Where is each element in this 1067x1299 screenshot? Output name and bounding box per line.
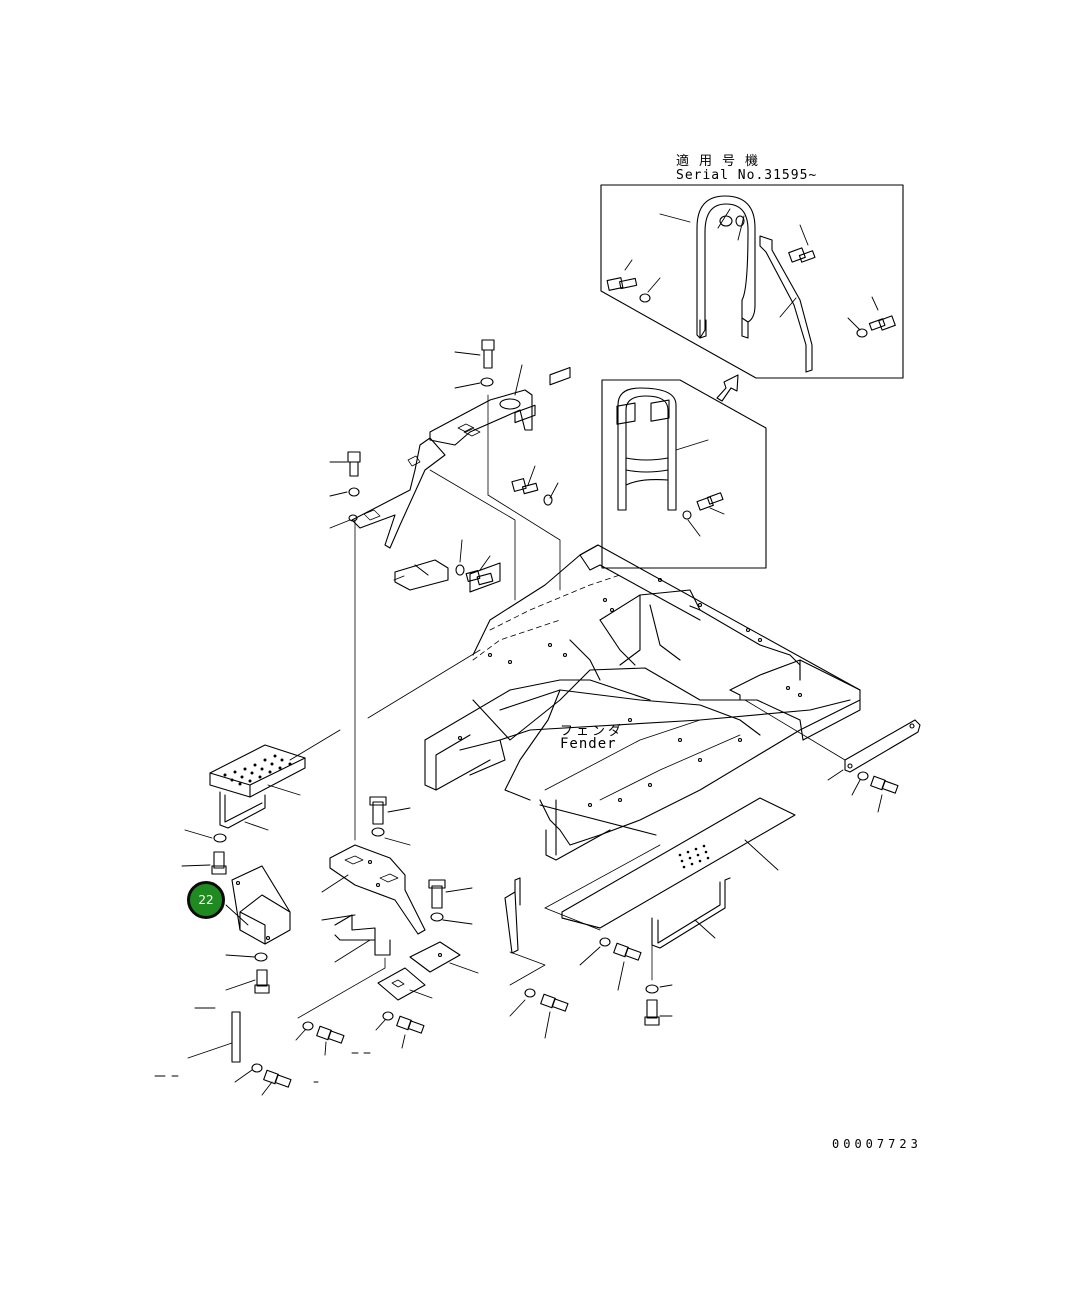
right-vertical-bracket (505, 878, 568, 1038)
left-step (182, 730, 340, 874)
right-stay-bar (745, 700, 920, 812)
long-step-board (545, 798, 795, 1025)
lower-left-brackets (155, 1008, 291, 1095)
top-plate-assembly (330, 340, 560, 840)
fender-label-jp: フェンダ (560, 724, 625, 739)
inset-leader-lines (625, 209, 878, 330)
applicable-serial-label-jp: 適用号機 (676, 154, 769, 169)
mid-step-plate (298, 797, 425, 1018)
serial-inset-box (601, 185, 903, 378)
left-cover-box (226, 866, 290, 993)
main-frame (425, 368, 860, 860)
serial-number-label: Serial No.31595~ (676, 168, 818, 183)
inset-bolt (607, 216, 895, 337)
lower-center-plates (296, 880, 478, 1082)
part-callout-22[interactable]: 22 (187, 881, 225, 919)
frame-holes (459, 579, 802, 807)
fender-label: Fender (560, 736, 617, 752)
current-handrail-box (602, 380, 766, 568)
drawing-code: 00007723 (832, 1137, 922, 1151)
top-leader-lines (330, 352, 558, 580)
top-bolts (348, 340, 552, 585)
handrail-part (697, 196, 755, 338)
arrow-up-icon (717, 375, 738, 401)
brace-rod-part (760, 236, 812, 372)
